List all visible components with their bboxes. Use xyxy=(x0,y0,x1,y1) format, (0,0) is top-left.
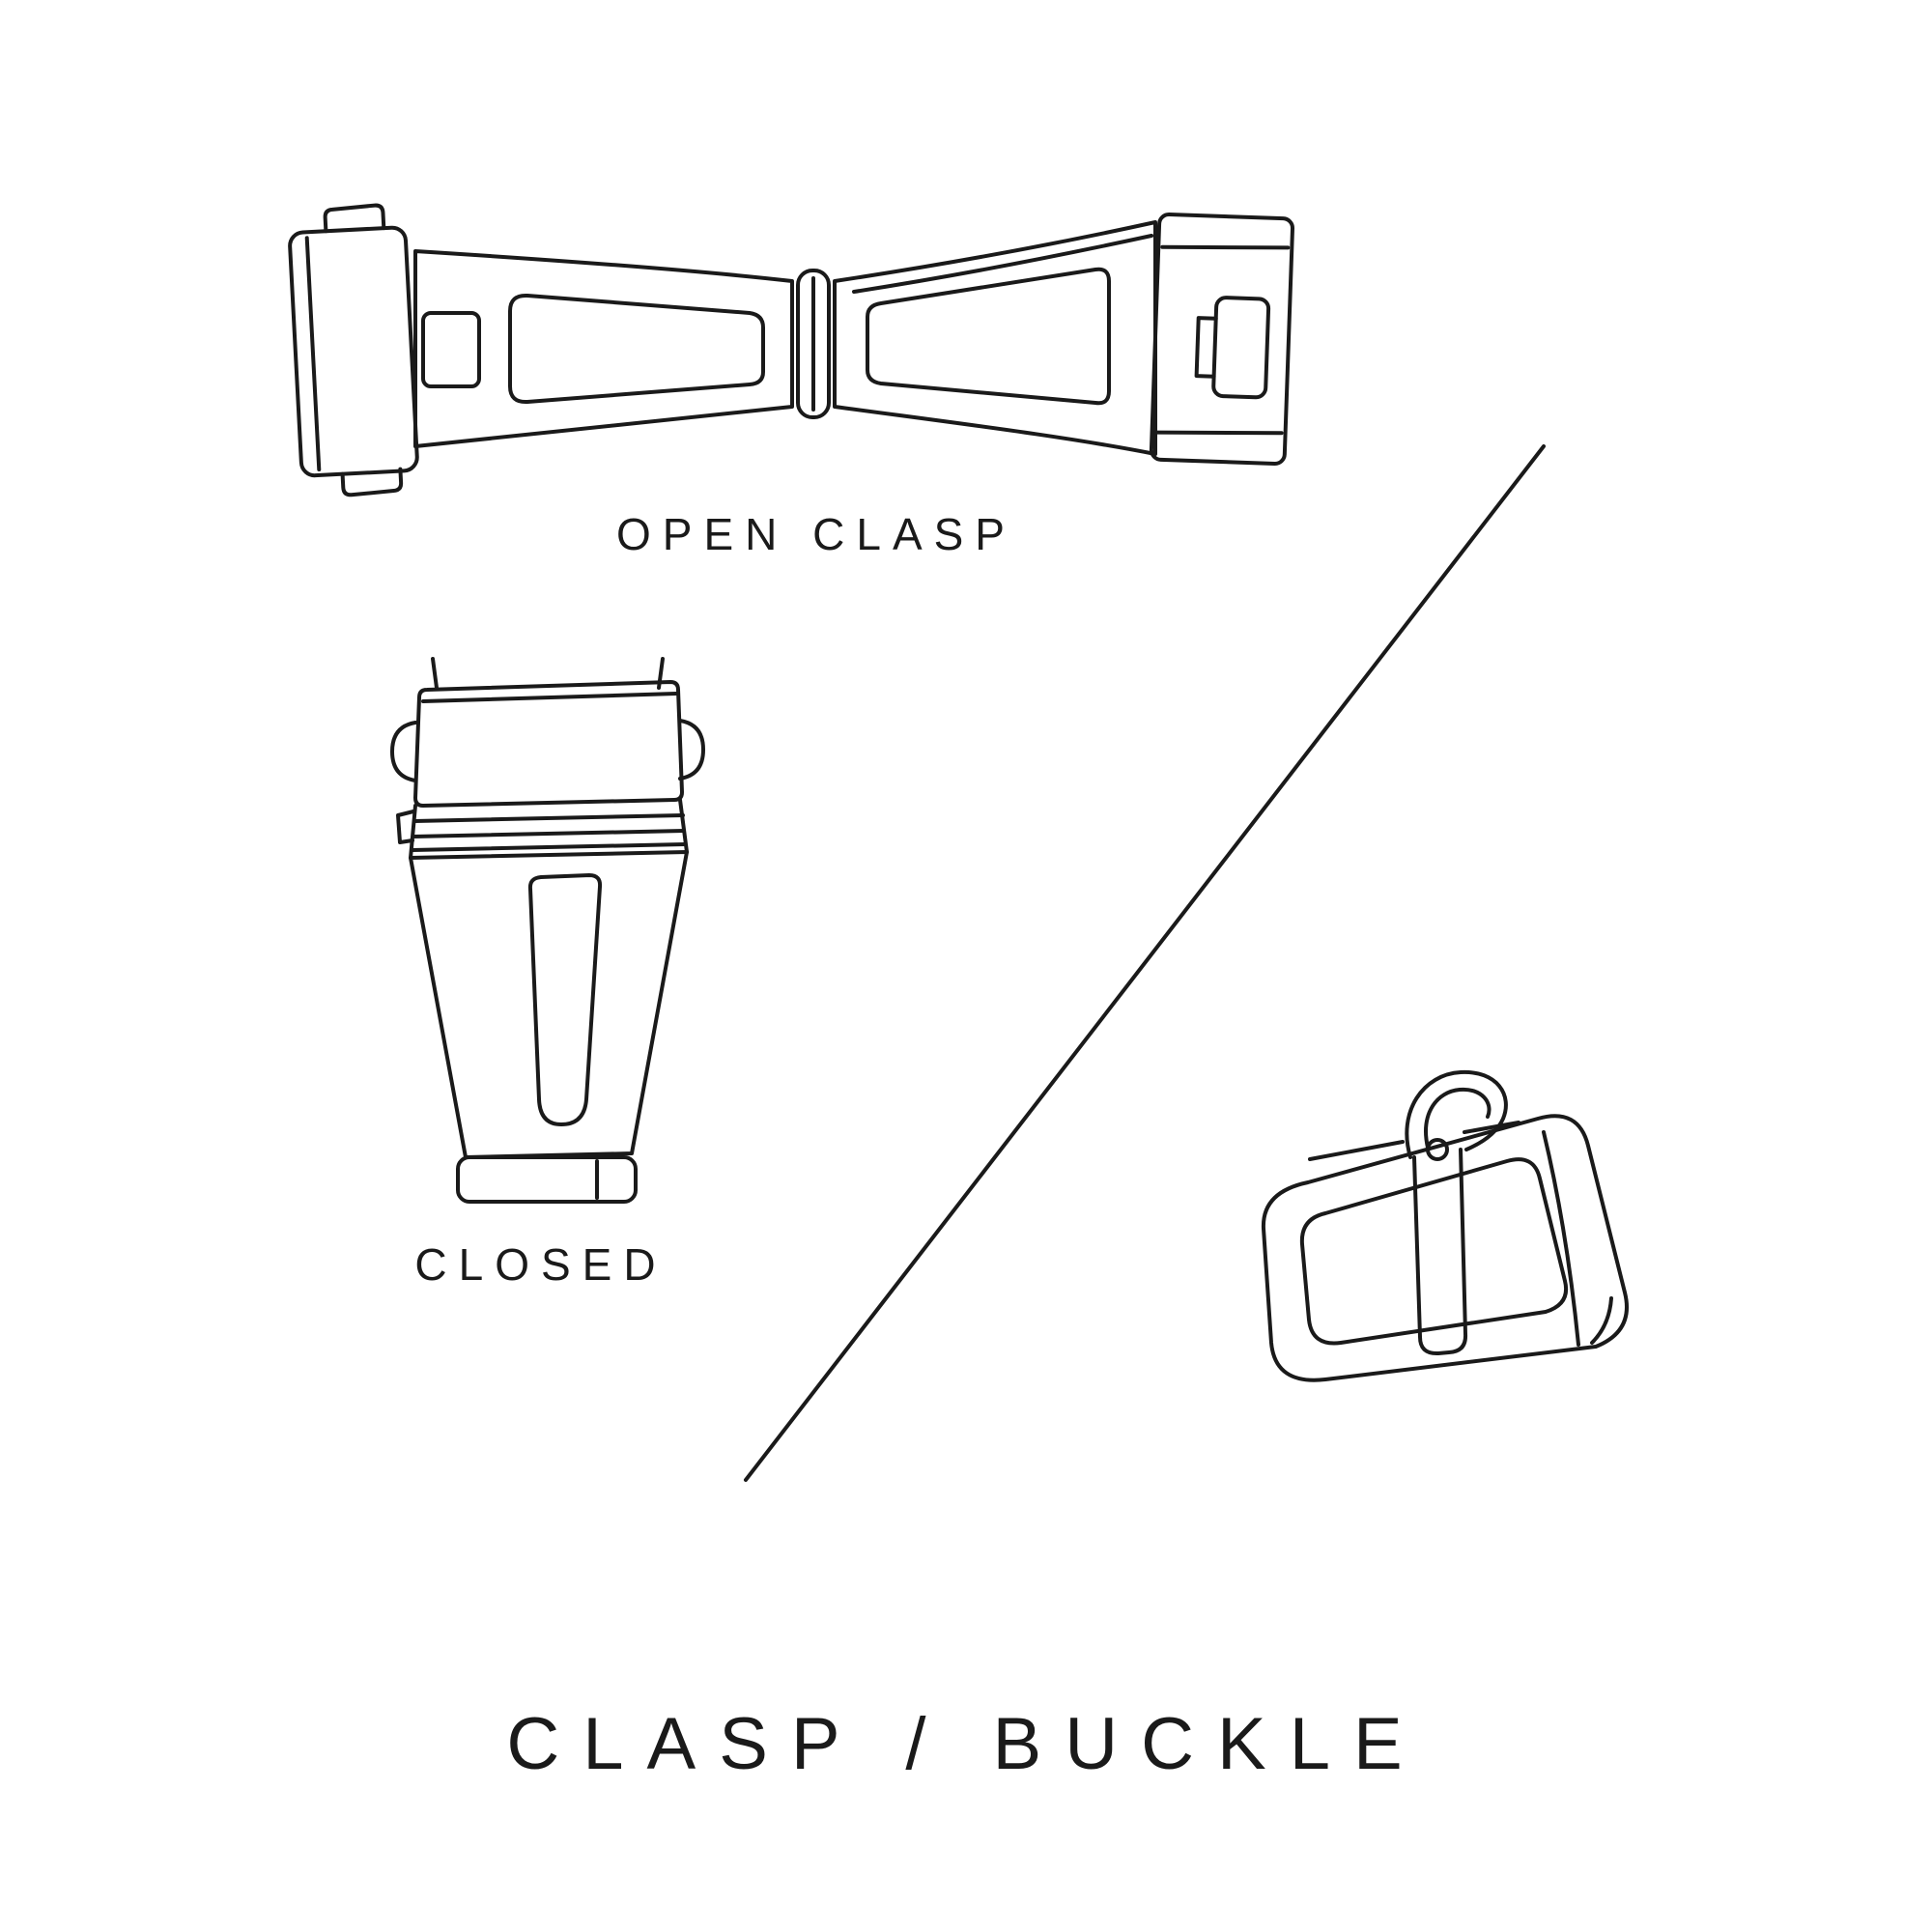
closed-clasp-right-ear xyxy=(678,719,705,781)
open-clasp-right-band xyxy=(833,220,1157,456)
buckle-tongue-strip xyxy=(1412,1148,1468,1356)
closed-label: CLOSED xyxy=(414,1239,668,1290)
open-clasp-left-window xyxy=(508,293,765,405)
closed-clasp-band-line-3 xyxy=(411,842,687,852)
open-clasp-label: OPEN CLASP xyxy=(616,509,1016,559)
closed-clasp-top-block xyxy=(413,680,684,808)
closed-clasp-top-edge-line xyxy=(421,692,678,703)
page-title: CLASP / BUCKLE xyxy=(506,1703,1426,1785)
open-clasp-hinge xyxy=(796,269,831,419)
buckle-tongue-loop-inner xyxy=(1424,1087,1492,1150)
closed-clasp-illustration xyxy=(390,657,705,1204)
closed-clasp-body xyxy=(409,850,689,1159)
closed-clasp-base xyxy=(456,1155,638,1204)
closed-clasp-prong-left xyxy=(431,657,439,690)
buckle-tongue-loop xyxy=(1405,1069,1508,1159)
diagonal-divider-line xyxy=(744,444,1546,1482)
closed-clasp-band-line-2 xyxy=(412,829,686,838)
buckle-right-bar-cap xyxy=(1590,1296,1613,1345)
open-clasp-catch-tab xyxy=(421,311,481,388)
buckle-axle-right xyxy=(1463,1121,1520,1134)
open-clasp-left-cap xyxy=(288,203,419,497)
buckle-axle-left xyxy=(1308,1140,1405,1161)
closed-clasp-band-line-1 xyxy=(412,813,685,823)
open-clasp-illustration xyxy=(288,203,1295,497)
open-clasp-right-cap xyxy=(1149,213,1295,466)
closed-clasp-slot xyxy=(527,873,603,1126)
buckle-outer-frame xyxy=(1261,1114,1629,1382)
buckle-illustration xyxy=(1261,1069,1629,1382)
buckle-inner-opening xyxy=(1299,1157,1568,1346)
open-clasp-right-fold-line xyxy=(852,234,1153,294)
open-clasp-right-window xyxy=(866,267,1111,406)
closed-clasp-left-tab xyxy=(396,810,415,844)
closed-clasp-left-ear xyxy=(390,721,417,782)
buckle-right-bar-inner-edge xyxy=(1542,1130,1580,1347)
open-clasp-left-band xyxy=(413,249,794,448)
